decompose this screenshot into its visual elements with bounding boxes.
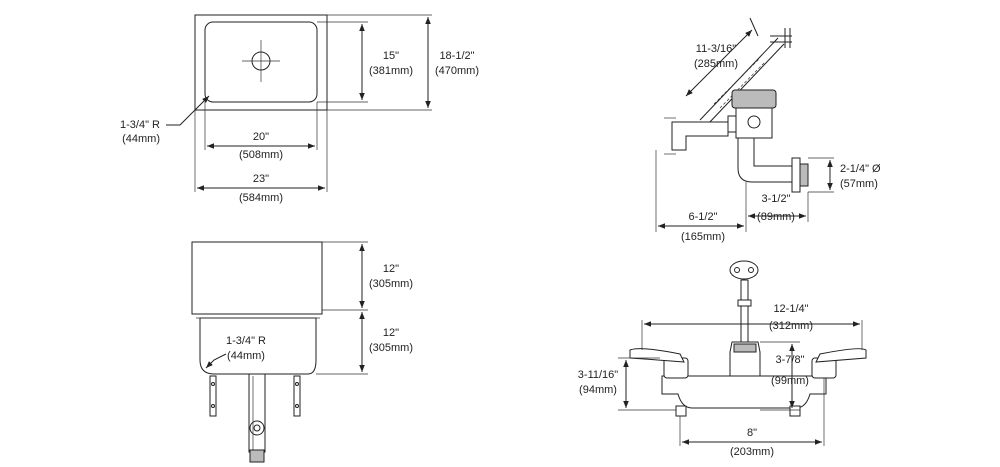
side-radius-metric: (44mm) [227, 350, 265, 362]
drain-tailpiece [249, 449, 265, 463]
faucet-side-view: 11-3/16" (285mm) 2-1/4" Ø (57mm) 3-1/2" … [655, 17, 881, 243]
front-overall-width-metric: (312mm) [769, 320, 813, 332]
radius-metric: (44mm) [122, 133, 160, 145]
top-wheel-handle [729, 260, 759, 280]
body-height-label: 3-11/16" [578, 369, 618, 381]
spout-offset-label: 6-1/2" [689, 211, 718, 223]
wall-flange [791, 157, 801, 193]
bowl-depth-metric: (381mm) [369, 65, 413, 77]
left-bracket [209, 375, 217, 417]
radius-leader [166, 95, 210, 126]
overall-depth-metric: (470mm) [435, 65, 479, 77]
sink-side-view: 1-3/4" R (44mm) 12" (305mm) 12" (305mm) [191, 241, 413, 463]
bowl-width-metric: (508mm) [239, 149, 283, 161]
centers-label: 8" [747, 427, 757, 439]
valve-cap [731, 89, 777, 109]
overall-width-metric: (584mm) [239, 192, 283, 204]
centers-metric: (203mm) [730, 446, 774, 458]
sink-bowl [204, 21, 318, 103]
side-radius-leader [205, 353, 227, 369]
overall-width-label: 23" [253, 173, 269, 185]
drain-cleanout [249, 420, 265, 436]
right-lever-handle [815, 348, 867, 363]
body-height-metric: (94mm) [579, 384, 617, 396]
vacuum-height-label: 3-7/8" [776, 354, 805, 366]
sink-basin [199, 317, 317, 375]
outlet-dia-metric: (57mm) [840, 178, 878, 190]
valve-body [735, 107, 773, 139]
spout [671, 121, 729, 151]
vacuum-height-metric: (99mm) [771, 375, 809, 387]
sink-top-view: 1-3/4" R (44mm) 15" (381mm) 18-1/2" (470… [120, 14, 479, 204]
spout-reach-label: 11-3/16" [696, 43, 736, 55]
top-handle [749, 17, 792, 48]
front-overall-width-label: 12-1/4" [773, 303, 808, 315]
drain-pipe [248, 373, 266, 453]
radius-label: 1-3/4" R [120, 119, 160, 131]
riser-stem [740, 279, 749, 343]
left-lever-handle [629, 348, 685, 363]
side-radius-label: 1-3/4" R [226, 335, 266, 347]
sink-outer-rim [194, 14, 328, 111]
bowl-width-label: 20" [253, 131, 269, 143]
inlet-offset-metric: (89mm) [757, 211, 795, 223]
spout-offset-metric: (165mm) [681, 231, 725, 243]
lower-height-metric: (305mm) [369, 342, 413, 354]
upper-height-metric: (305mm) [369, 278, 413, 290]
faucet-front-view: 12-1/4" (312mm) 3-7/8" (99mm) 3-11/16" (… [578, 260, 867, 458]
spout-reach-metric: (285mm) [694, 58, 738, 70]
upper-height-label: 12" [383, 263, 399, 275]
lower-height-label: 12" [383, 327, 399, 339]
right-bracket [293, 375, 301, 417]
bowl-depth-label: 15" [383, 50, 399, 62]
inlet-offset-label: 3-1/2" [762, 193, 791, 205]
sink-body [191, 241, 323, 315]
elbow-pipe [737, 137, 793, 183]
spout-reach-dim-line [685, 29, 753, 97]
overall-depth-label: 18-1/2" [439, 50, 474, 62]
outlet-dia-label: 2-1/4" Ø [840, 163, 881, 175]
